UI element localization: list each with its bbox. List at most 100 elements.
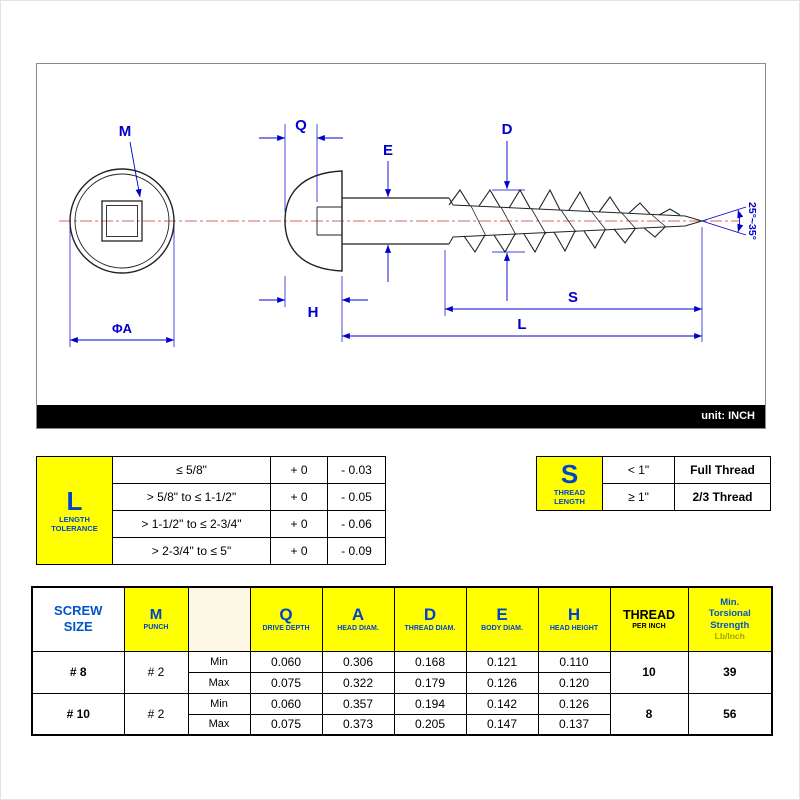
tolerance-minus: - 0.03: [327, 456, 386, 484]
header-text: THREAD: [622, 607, 676, 622]
tolerance-title-line2: TOLERANCE: [51, 524, 98, 533]
header-letter: A: [351, 605, 365, 625]
header-letter: H: [567, 605, 581, 625]
tolerance-range: > 1-1/2" to ≤ 2-3/4": [112, 510, 271, 538]
header-text: Min.: [720, 596, 740, 608]
header-blank: [187, 586, 251, 652]
thread-length-row: ≥ 1" 2/3 Thread: [537, 483, 771, 511]
header-text: Lb/Inch: [714, 631, 745, 641]
thread-length-title-line2: LENGTH: [554, 497, 585, 506]
value-cell: 0.121: [465, 650, 539, 673]
value-cell: 0.075: [249, 713, 323, 736]
spec-data-row: Max 0.075 0.373 0.205 0.147 0.137: [32, 713, 772, 736]
dim-label-q: Q: [295, 117, 307, 134]
header-punch: M PUNCH: [123, 586, 189, 652]
header-sub: BODY DIAM.: [481, 625, 523, 633]
value-cell: 0.126: [465, 671, 539, 694]
dim-label-m: M: [119, 123, 132, 140]
header-text: SCREW: [54, 603, 103, 619]
header-sub: THREAD DIAM.: [404, 625, 456, 633]
square-drive-outer: [101, 200, 143, 242]
value-cell: 0.205: [393, 713, 467, 736]
dim-label-phi-a: ΦA: [112, 321, 133, 336]
head-front-view: [69, 168, 175, 274]
thread-per-inch-cell: 8: [609, 692, 689, 736]
value-cell: 0.357: [321, 692, 395, 715]
dim-label-e: E: [383, 142, 393, 159]
dim-m: M: [119, 123, 142, 198]
thread-length-condition: ≥ 1": [602, 483, 675, 511]
tolerance-minus: - 0.06: [327, 510, 386, 538]
thread-length-header-cell: S THREAD LENGTH: [536, 456, 603, 511]
min-max-label: Max: [187, 713, 251, 736]
header-sub: DRIVE DEPTH: [262, 625, 310, 633]
header-head-height: H HEAD HEIGHT: [537, 586, 611, 652]
header-letter: E: [496, 605, 508, 625]
technical-drawing-panel: M ΦA Q E: [36, 63, 766, 429]
torsional-strength-cell: 39: [687, 650, 773, 694]
spec-header-row: SCREW SIZE M PUNCH Q DRIVE DEPTH A HEAD …: [31, 586, 773, 652]
header-text: Strength: [710, 619, 750, 631]
spec-data-row: # 10 # 2 Min 0.060 0.357 0.194 0.142 0.1…: [31, 692, 773, 736]
thread-length-value: Full Thread: [674, 456, 771, 484]
min-max-label: Min: [187, 650, 251, 673]
tolerance-row: > 2-3/4" to ≤ 5" + 0 - 0.09: [37, 537, 386, 565]
tolerance-title-line1: LENGTH: [59, 515, 90, 524]
thread-length-value: 2/3 Thread: [674, 483, 771, 511]
header-body-diam: E BODY DIAM.: [465, 586, 539, 652]
value-cell: 0.306: [321, 650, 395, 673]
value-cell: 0.322: [321, 671, 395, 694]
value-cell: 0.179: [393, 671, 467, 694]
value-cell: 0.120: [537, 671, 611, 694]
dim-d: D: [492, 121, 525, 301]
punch-cell: # 2: [123, 650, 189, 694]
thread-length-table: S THREAD LENGTH < 1" Full Thread ≥ 1" 2/…: [536, 456, 771, 511]
header-text: Torsional: [708, 608, 751, 619]
length-tolerance-table: L LENGTH TOLERANCE ≤ 5/8" + 0 - 0.03 > 5…: [36, 456, 386, 565]
tolerance-plus: + 0: [270, 483, 328, 511]
pan-head-profile: [284, 170, 343, 272]
header-letter: M: [149, 606, 163, 624]
size-cell: # 10: [31, 692, 125, 736]
header-text: SIZE: [63, 619, 93, 635]
dim-l: L: [341, 316, 703, 340]
square-drive-inner: [106, 205, 138, 237]
size-cell: # 8: [31, 650, 125, 694]
header-sub: PUNCH: [143, 624, 169, 632]
tolerance-plus: + 0: [270, 456, 328, 484]
min-max-label: Min: [187, 692, 251, 715]
tolerance-letter: L: [66, 486, 83, 516]
tolerance-row: L LENGTH TOLERANCE ≤ 5/8" + 0 - 0.03: [36, 456, 386, 565]
spec-table: SCREW SIZE M PUNCH Q DRIVE DEPTH A HEAD …: [31, 586, 773, 736]
min-max-label: Max: [187, 671, 251, 694]
tolerance-plus: + 0: [270, 510, 328, 538]
tolerance-range: > 5/8" to ≤ 1-1/2": [112, 483, 271, 511]
header-sub: PER INCH: [632, 622, 666, 630]
header-sub: HEAD HEIGHT: [549, 625, 599, 633]
thread-length-title-line1: THREAD: [553, 488, 586, 497]
unit-bar: unit: INCH: [37, 405, 765, 428]
thread-length-row: S THREAD LENGTH < 1" Full Thread: [536, 456, 771, 511]
dim-label-tip-angle: 25°~35°: [746, 202, 758, 240]
dimensions: M ΦA Q E: [69, 117, 758, 347]
dim-e: E: [383, 142, 393, 282]
dim-q: Q: [259, 117, 343, 212]
spec-data-row: # 8 # 2 Min 0.060 0.306 0.168 0.121 0.11…: [31, 650, 773, 694]
header-letter: D: [423, 605, 437, 625]
header-drive-depth: Q DRIVE DEPTH: [249, 586, 323, 652]
dim-label-l: L: [517, 316, 526, 333]
torsional-strength-cell: 56: [687, 692, 773, 736]
thread-helix-lines: [470, 205, 667, 237]
value-cell: 0.060: [249, 650, 323, 673]
value-cell: 0.142: [465, 692, 539, 715]
dim-label-d: D: [502, 121, 513, 138]
value-cell: 0.060: [249, 692, 323, 715]
header-screw-size: SCREW SIZE: [31, 586, 125, 652]
tolerance-plus: + 0: [270, 537, 328, 565]
tolerance-header-cell: L LENGTH TOLERANCE: [36, 456, 113, 565]
tolerance-row: > 1-1/2" to ≤ 2-3/4" + 0 - 0.06: [37, 510, 386, 538]
value-cell: 0.126: [537, 692, 611, 715]
value-cell: 0.137: [537, 713, 611, 736]
value-cell: 0.194: [393, 692, 467, 715]
